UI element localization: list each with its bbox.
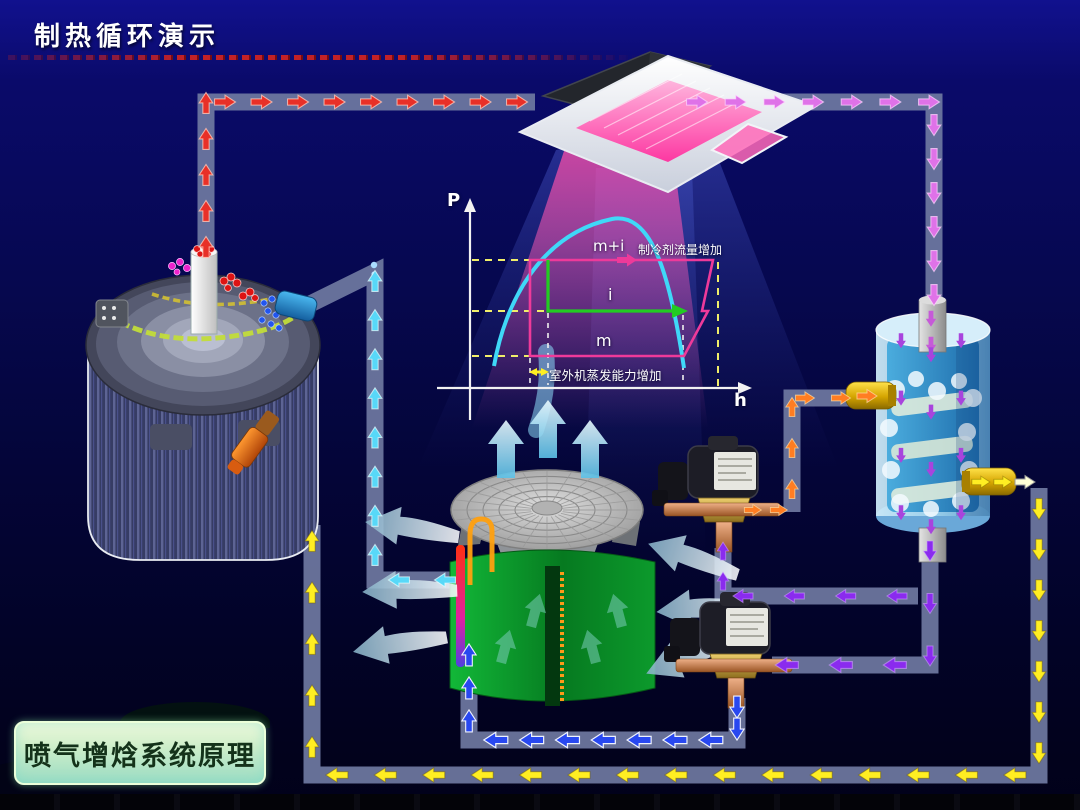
bottom-strip [0,794,1080,810]
annotation-flow-increase: 制冷剂流量增加 [638,243,723,257]
economizer-flash-tank [875,295,991,563]
suction-pipe [294,258,452,589]
suction-nozzle [274,290,318,322]
coil-slit [545,566,560,706]
tank-coil-plates [891,391,973,505]
injection-branch-pipe [714,548,918,605]
slide-title: 制热循环演示 [34,22,221,52]
scroll-compressor [85,242,321,561]
injection-nozzle [227,410,280,475]
suction-dot [370,261,378,269]
coil-u-tube [467,516,495,585]
annotation-m: m [596,331,612,350]
injection-arrowhead [672,304,688,318]
discharge-pipe [197,93,535,252]
grille-lines [589,73,739,150]
outdoor-fan-coil-unit [349,344,753,706]
discharge-tube [190,251,218,335]
injection-line [546,260,676,313]
fan-rings [453,471,641,549]
annotation-m-plus-i: m+i [593,237,625,255]
terminal-box [95,299,129,328]
title-divider [8,55,640,60]
p-axis-arrowhead [464,198,476,212]
annotation-i: i [608,285,613,304]
mixed-molecules [168,258,191,276]
saturation-dome [492,216,686,369]
annotation-evap-increase: 室外机蒸发能力增加 [549,368,662,383]
ph-chart [437,198,752,420]
chart-axes [437,204,748,420]
h-axis-arrowhead [738,382,752,394]
footer-topic-button[interactable]: 喷气增焓系统原理 [14,721,266,785]
y-axis-label: P [447,190,461,211]
scroll-spiral-path [118,299,312,342]
coil-hot-edge [456,545,465,667]
indoor-cassette-unit [517,51,819,194]
x-axis-label: h [734,390,747,411]
cassette-vane [712,124,786,163]
cycle-outline [528,258,715,358]
